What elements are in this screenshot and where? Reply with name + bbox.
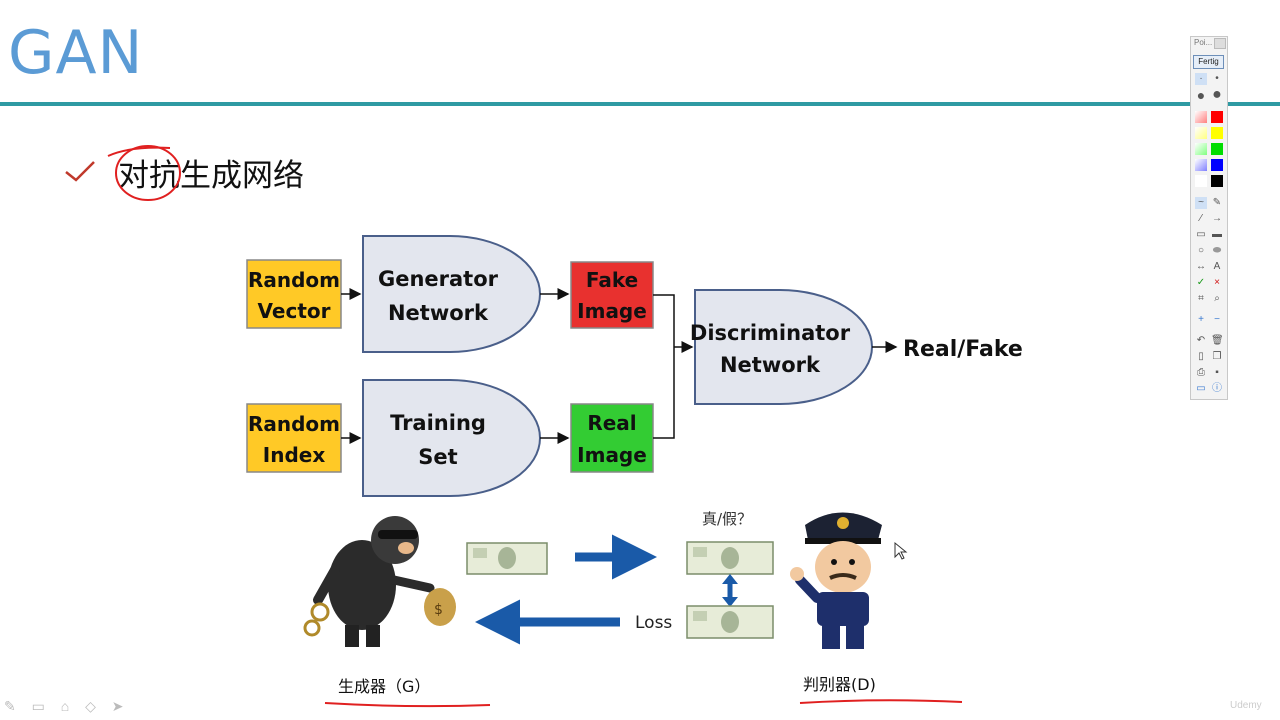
- random-vector-box: [246, 259, 342, 329]
- slide-control-bar[interactable]: ✎ ▭ ⌂ ◇ ➤: [4, 698, 130, 714]
- pen-underline-discriminator: [799, 699, 963, 704]
- undo-icon[interactable]: ↶: [1196, 335, 1206, 346]
- training-set-line1: Training: [390, 411, 486, 435]
- color-black[interactable]: [1211, 175, 1223, 187]
- dollar-bill-generated: [466, 542, 548, 575]
- filled-ellipse-icon[interactable]: ⬬: [1212, 245, 1222, 256]
- title-divider: [0, 102, 1280, 106]
- checkmark-stamp-icon[interactable]: ✓: [1196, 277, 1206, 288]
- trash-icon[interactable]: 🗑: [1211, 335, 1224, 346]
- random-index-line2: Index: [263, 443, 326, 467]
- bullet-text: 对抗生成网络: [118, 157, 304, 194]
- pen-annotation-circle: [115, 145, 181, 201]
- generator-gate: [362, 235, 541, 353]
- training-set-gate: [362, 379, 541, 497]
- real-image-line1: Real: [587, 411, 636, 435]
- thief-illustration: $: [303, 516, 456, 647]
- rectangle-icon[interactable]: ▭: [1196, 229, 1206, 240]
- highlighter-blue[interactable]: [1195, 159, 1207, 171]
- info-icon[interactable]: ⓘ: [1212, 383, 1222, 394]
- pen-annotation-stroke: [107, 146, 171, 157]
- pen-size-small[interactable]: ·: [1195, 73, 1207, 85]
- slide-title: GAN: [8, 18, 144, 88]
- pen-underline-generator: [324, 702, 491, 708]
- crop-icon[interactable]: ⌗: [1198, 293, 1204, 304]
- discriminator-caption: 判别器(D): [803, 675, 876, 694]
- screen-icon[interactable]: ▭: [1196, 383, 1206, 394]
- highlighter-white[interactable]: [1195, 175, 1207, 187]
- training-set-line2: Set: [418, 445, 457, 469]
- filled-rectangle-icon[interactable]: ▬: [1212, 229, 1222, 240]
- zoom-out-icon[interactable]: −: [1214, 314, 1220, 325]
- check-icon: [65, 161, 95, 182]
- discriminator-line2: Network: [720, 353, 821, 377]
- eraser-icon[interactable]: ✎: [1212, 197, 1222, 208]
- freehand-icon[interactable]: ~: [1195, 197, 1207, 209]
- arrow-tool-icon[interactable]: →: [1212, 213, 1222, 224]
- toolbar-title: Poi...: [1194, 38, 1213, 47]
- police-illustration: [790, 512, 882, 649]
- dollar-bill-judged: [686, 541, 774, 575]
- toolbar-close-button[interactable]: [1214, 38, 1226, 49]
- text-tool-icon[interactable]: A: [1213, 261, 1221, 272]
- color-green[interactable]: [1211, 143, 1223, 155]
- generator-line1: Generator: [378, 267, 499, 291]
- pen-size-large[interactable]: ●: [1196, 87, 1206, 103]
- print-icon[interactable]: ⎙: [1197, 367, 1205, 378]
- toolbar-done-button[interactable]: Fertig: [1193, 55, 1224, 69]
- mouse-cursor: [894, 541, 908, 560]
- random-index-line1: Random: [248, 412, 340, 436]
- generator-caption: 生成器（G）: [338, 677, 430, 696]
- random-index-box: [246, 403, 342, 473]
- svg-text:$: $: [434, 602, 443, 618]
- cross-stamp-icon[interactable]: ×: [1214, 277, 1220, 288]
- highlighter-green[interactable]: [1195, 143, 1207, 155]
- pen-toolbar: [1190, 36, 1228, 400]
- fake-image-line1: Fake: [586, 268, 638, 292]
- highlighter-red[interactable]: [1195, 111, 1207, 123]
- zoom-icon[interactable]: ⌕: [1214, 293, 1220, 304]
- real-image-line2: Image: [577, 443, 647, 467]
- color-blue[interactable]: [1211, 159, 1223, 171]
- bullet-item: 对抗生成网络: [64, 148, 304, 196]
- discriminator-gate: [694, 289, 873, 405]
- line-icon[interactable]: ⁄: [1200, 213, 1202, 224]
- copy-icon[interactable]: ❐: [1212, 351, 1222, 362]
- double-arrow-icon[interactable]: ↔: [1196, 261, 1206, 272]
- zoom-in-icon[interactable]: +: [1198, 314, 1204, 325]
- random-vector-line2: Vector: [258, 299, 331, 323]
- pen-size-medium[interactable]: •: [1215, 73, 1219, 84]
- new-page-icon[interactable]: ▯: [1198, 351, 1204, 362]
- color-yellow[interactable]: [1211, 127, 1223, 139]
- connector-fake-to-merge: [653, 294, 675, 439]
- loss-label: Loss: [635, 613, 672, 633]
- ellipse-icon[interactable]: ○: [1197, 245, 1205, 256]
- highlighter-yellow[interactable]: [1195, 127, 1207, 139]
- color-red[interactable]: [1211, 111, 1223, 123]
- double-arrow-bottom-head: [722, 597, 738, 607]
- double-arrow-top-head: [722, 574, 738, 584]
- discriminator-line1: Discriminator: [690, 321, 851, 345]
- question-label: 真/假？: [702, 510, 752, 528]
- watermark: Udemy: [1230, 700, 1262, 711]
- fake-image-line2: Image: [577, 299, 647, 323]
- random-vector-line1: Random: [248, 268, 340, 292]
- dollar-bill-real: [686, 605, 774, 639]
- save-icon[interactable]: ▪: [1215, 367, 1219, 378]
- pen-size-xlarge[interactable]: ●: [1212, 86, 1222, 103]
- output-label: Real/Fake: [903, 337, 1023, 362]
- generator-line2: Network: [388, 301, 489, 325]
